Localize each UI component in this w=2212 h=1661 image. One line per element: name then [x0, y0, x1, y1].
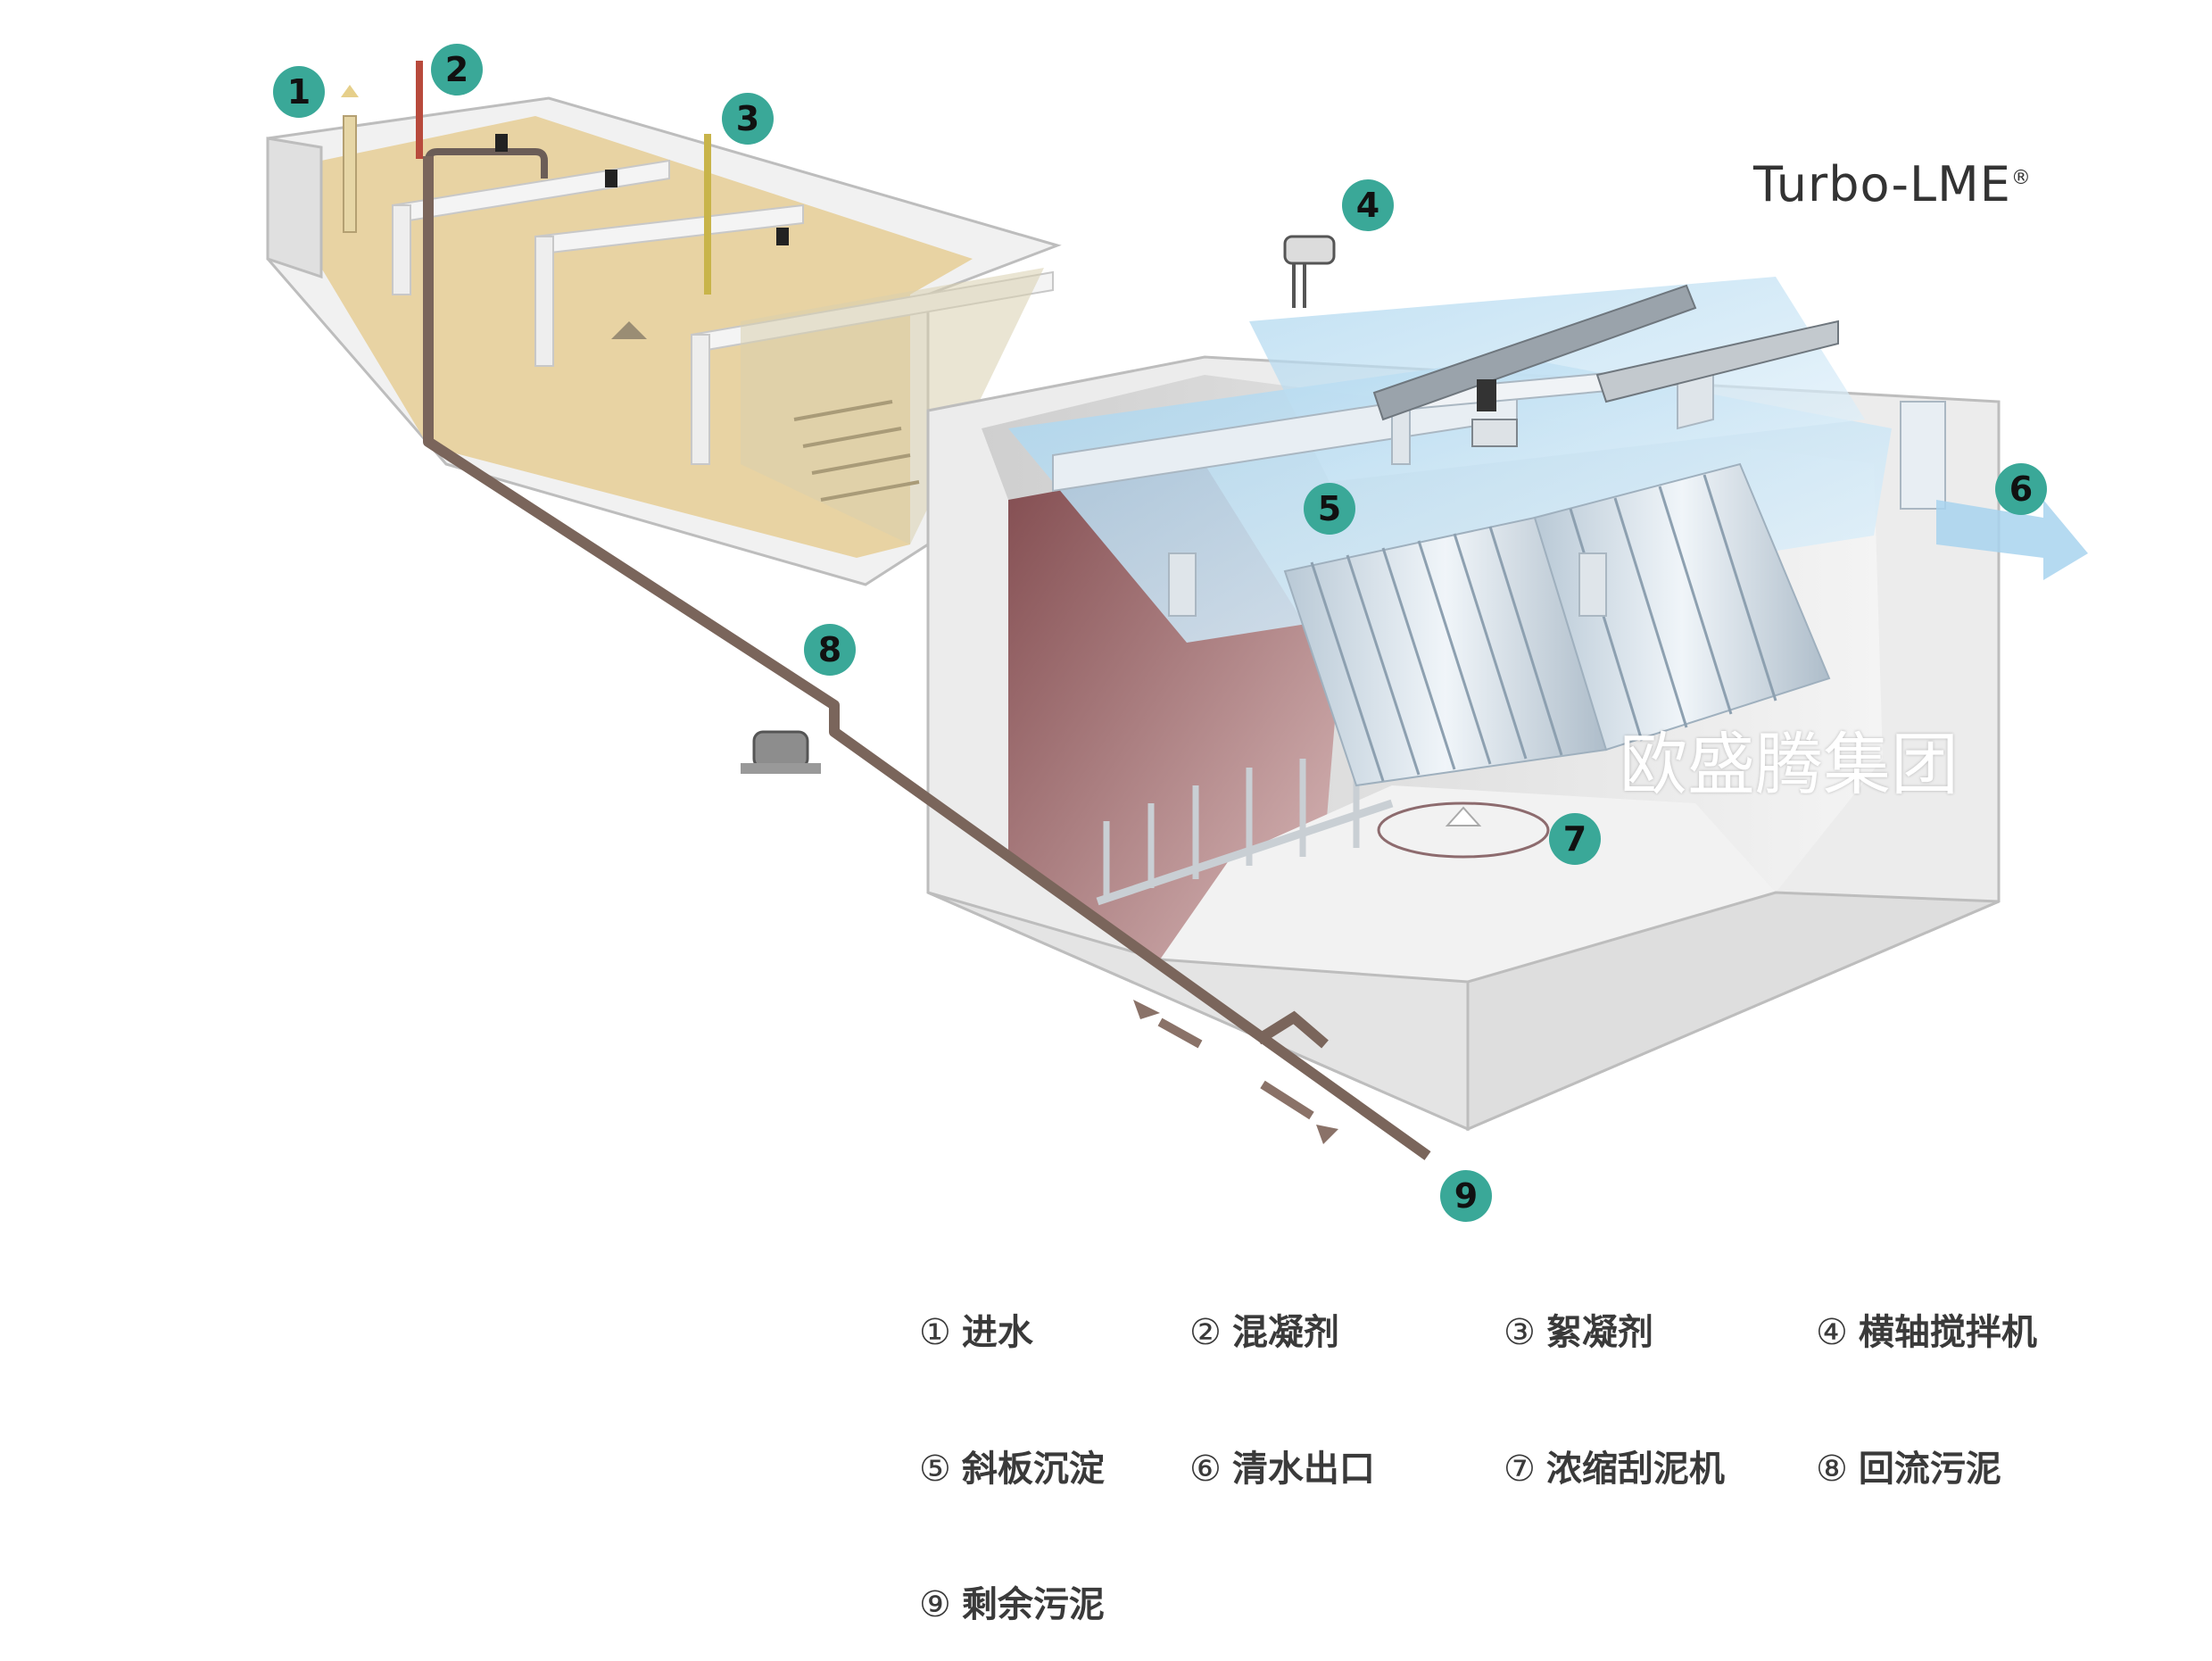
legend-num-4: ④: [1816, 1312, 1848, 1353]
badge-9: 9: [1440, 1170, 1492, 1222]
badge-4: 4: [1342, 179, 1394, 231]
legend-label-7: 浓缩刮泥机: [1545, 1449, 1725, 1490]
clear-water-outlet-arrow: [1936, 500, 2088, 580]
legend-num-9: ⑨: [919, 1584, 951, 1625]
badge-7: 7: [1549, 813, 1601, 865]
legend-num-1: ①: [919, 1312, 951, 1353]
badge-5-text: 5: [1318, 489, 1341, 528]
badge-2-text: 2: [445, 50, 468, 89]
badge-3-text: 3: [736, 99, 759, 138]
legend-label-9: 剩余污泥: [961, 1584, 1105, 1625]
badge-9-text: 9: [1454, 1176, 1478, 1216]
badge-4-text: 4: [1356, 186, 1379, 225]
legend-label-5: 斜板沉淀: [961, 1449, 1105, 1490]
brand-name: Turbo-LME: [1753, 156, 2011, 212]
legend-num-2: ②: [1189, 1312, 1222, 1353]
legend-num-3: ③: [1504, 1312, 1536, 1353]
badge-6-text: 6: [2009, 469, 2033, 509]
badge-6: 6: [1995, 463, 2047, 515]
badge-1: 1: [273, 66, 325, 118]
legend-label-8: 回流污泥: [1858, 1449, 2001, 1490]
scraper-bridge: [1372, 284, 1839, 447]
legend-num-6: ⑥: [1189, 1449, 1222, 1490]
watermark: 欧盛腾集团: [1620, 725, 1959, 804]
legend-num-8: ⑧: [1816, 1449, 1848, 1490]
legend-label-2: 混凝剂: [1231, 1312, 1339, 1353]
badge-2: 2: [431, 44, 483, 96]
legend-label-3: 絮凝剂: [1545, 1312, 1653, 1353]
inclined-plates: [1008, 277, 1946, 787]
sludge-pipe: [423, 156, 1431, 1160]
legend-label-6: 清水出口: [1231, 1449, 1375, 1490]
badge-5: 5: [1304, 483, 1355, 535]
brand-logo: Turbo-LME®: [1753, 156, 2032, 212]
brand-mark: ®: [2010, 167, 2032, 189]
badge-7-text: 7: [1563, 819, 1587, 859]
badge-8: 8: [804, 624, 856, 676]
badge-3: 3: [722, 93, 774, 145]
legend-num-7: ⑦: [1504, 1449, 1536, 1490]
badge-8-text: 8: [818, 630, 841, 669]
legend-label-1: 进水: [961, 1312, 1033, 1353]
badge-1-text: 1: [287, 72, 311, 112]
horizontal-mixer: [1283, 235, 1336, 308]
legend-label-4: 横轴搅拌机: [1858, 1312, 2037, 1353]
legend-num-5: ⑤: [919, 1449, 951, 1490]
